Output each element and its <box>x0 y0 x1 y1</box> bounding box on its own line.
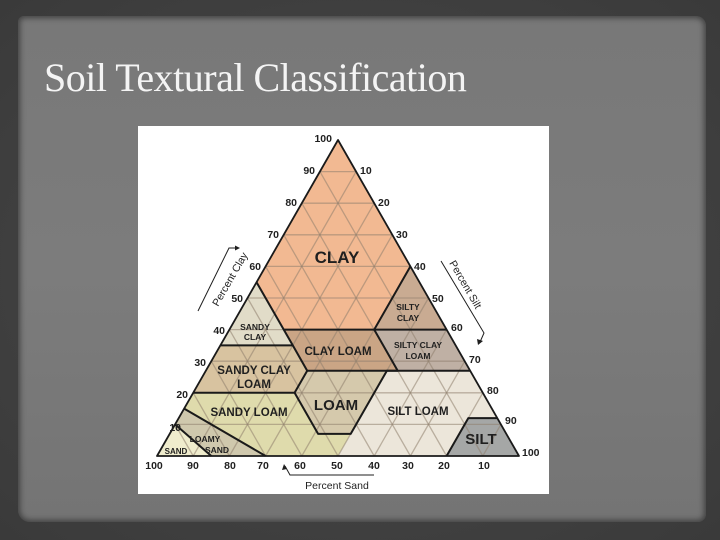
clay-axis-title: Percent Clay <box>197 245 251 312</box>
label-sandy-clay-2: CLAY <box>244 332 267 342</box>
label-sandy-clay-loam-2: LOAM <box>237 379 271 391</box>
clay-axis-ticks: 10 20 30 40 50 60 70 80 90 100 <box>169 133 332 434</box>
svg-text:80: 80 <box>224 460 236 472</box>
svg-text:10: 10 <box>169 422 181 434</box>
svg-text:70: 70 <box>257 460 269 472</box>
label-silty-clay-loam-1: SILTY CLAY <box>394 340 442 350</box>
region-clay-loam <box>283 329 398 371</box>
label-silty-clay-1: SILTY <box>396 302 420 312</box>
svg-text:30: 30 <box>402 460 414 472</box>
svg-text:30: 30 <box>194 357 206 369</box>
svg-text:Percent Silt: Percent Silt <box>446 259 483 312</box>
label-silty-clay-loam-2: LOAM <box>405 351 430 361</box>
svg-text:70: 70 <box>267 229 279 241</box>
svg-text:10: 10 <box>360 165 372 177</box>
label-clay: CLAY <box>315 248 360 267</box>
soil-texture-triangle-figure: CLAY SILTY CLAY SILTY CLAY LOAM CLAY LOA… <box>138 126 549 494</box>
svg-text:80: 80 <box>487 385 499 397</box>
svg-text:30: 30 <box>396 229 408 241</box>
label-sandy-clay-1: SANDY <box>240 322 270 332</box>
sand-axis-ticks: 100 90 80 70 60 50 40 30 20 10 <box>145 460 490 472</box>
svg-text:50: 50 <box>231 293 243 305</box>
label-silt: SILT <box>465 431 496 448</box>
svg-text:40: 40 <box>368 460 380 472</box>
svg-text:20: 20 <box>438 460 450 472</box>
silt-axis-ticks: 10 20 30 40 50 60 70 80 90 100 <box>360 165 540 459</box>
svg-text:10: 10 <box>478 460 490 472</box>
svg-text:60: 60 <box>294 460 306 472</box>
region-silt-loam <box>338 370 498 456</box>
silt-axis-arrow-icon <box>440 260 485 343</box>
svg-text:100: 100 <box>522 447 540 459</box>
svg-text:50: 50 <box>432 293 444 305</box>
svg-text:100: 100 <box>145 460 163 472</box>
label-silty-clay-2: CLAY <box>397 313 420 323</box>
region-borders <box>156 139 520 457</box>
label-clay-loam: CLAY LOAM <box>304 346 371 358</box>
region-loam <box>294 370 387 434</box>
region-labels: CLAY SILTY CLAY SILTY CLAY LOAM CLAY LOA… <box>165 248 497 456</box>
label-sandy-loam: SANDY LOAM <box>210 407 287 419</box>
svg-text:20: 20 <box>176 389 188 401</box>
svg-text:80: 80 <box>285 197 297 209</box>
label-sandy-clay-loam-1: SANDY CLAY <box>217 365 291 377</box>
label-silt-loam: SILT LOAM <box>387 406 448 418</box>
grid-lines <box>174 170 502 457</box>
slide-title: Soil Textural Classification <box>44 55 467 100</box>
region-silt <box>446 418 519 456</box>
svg-text:90: 90 <box>187 460 199 472</box>
svg-text:90: 90 <box>303 165 315 177</box>
label-loam: LOAM <box>314 397 358 414</box>
label-loamy-sand-1: LOAMY <box>190 434 221 444</box>
svg-text:40: 40 <box>213 325 225 337</box>
region-sandy-clay-loam <box>193 345 308 393</box>
svg-text:20: 20 <box>378 197 390 209</box>
svg-text:90: 90 <box>505 415 517 427</box>
svg-text:60: 60 <box>451 322 463 334</box>
svg-text:50: 50 <box>331 460 343 472</box>
sand-axis-title: Percent Sand <box>282 464 374 492</box>
label-sand: SAND <box>165 447 188 456</box>
svg-text:60: 60 <box>249 261 261 273</box>
svg-text:40: 40 <box>414 261 426 273</box>
label-loamy-sand-2: SAND <box>205 445 229 455</box>
svg-text:100: 100 <box>314 133 332 145</box>
ternary-diagram: CLAY SILTY CLAY SILTY CLAY LOAM CLAY LOA… <box>145 133 540 492</box>
svg-text:70: 70 <box>469 354 481 366</box>
svg-text:Percent Sand: Percent Sand <box>305 480 369 492</box>
